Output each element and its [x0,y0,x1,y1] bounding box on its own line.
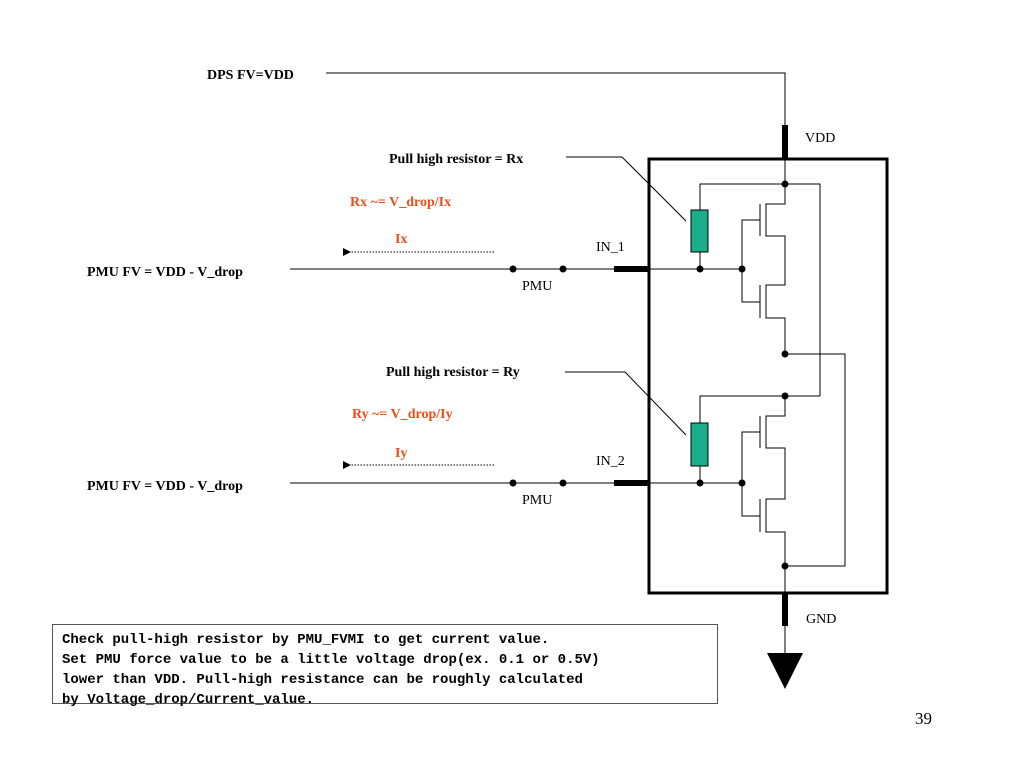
formula-x: Rx ~= V_drop/Ix [350,195,451,210]
note-line: Set PMU force value to be a little volta… [62,652,600,668]
node-vdd-1 [781,180,789,188]
pmu-node-2a [509,479,517,487]
note-line: lower than VDD. Pull-high resistance can… [62,672,583,688]
note-line: Check pull-high resistor by PMU_FVMI to … [62,632,550,648]
page-number: 39 [915,709,932,728]
in2-label: IN_2 [596,454,625,469]
lower-circuit [649,395,820,593]
node-vdd-2 [781,392,789,400]
pmu-node-2b [559,479,567,487]
pmu-label-1: PMU [522,279,552,294]
pull-high-resistor-x [690,209,709,253]
pmu-fv-label-2: PMU FV = VDD - V_drop [87,479,243,494]
gnd-label: GND [806,612,836,627]
ground-symbol [767,653,803,689]
pmu-fv-label-1: PMU FV = VDD - V_drop [87,265,243,280]
node-in1-r [696,265,704,273]
node-in1-g [738,265,746,273]
current-label-y: Iy [395,446,407,461]
current-label-x: Ix [395,232,407,247]
vdd-label: VDD [805,131,835,146]
pmu-node-1b [559,265,567,273]
pull-high-label-y: Pull high resistor = Ry [386,365,520,380]
note-line: by Voltage_drop/Current_value. [62,692,315,708]
note-box: Check pull-high resistor by PMU_FVMI to … [52,624,718,708]
pull-high-label-x: Pull high resistor = Rx [389,152,523,167]
pull-high-pointer-y [565,371,687,436]
pull-high-pointer-x [566,156,687,222]
dps-label: DPS FV=VDD [207,68,294,83]
pull-high-resistor-y [690,422,709,467]
in1-label: IN_1 [596,240,625,255]
upper-circuit [649,159,846,567]
pmu-node-1a [509,265,517,273]
node-in2-r [696,479,704,487]
chip-box [647,157,889,595]
formula-y: Ry ~= V_drop/Iy [352,407,453,422]
node-in2-g [738,479,746,487]
node-out-2 [781,562,789,570]
dps-wire [326,72,786,127]
node-out-1 [781,350,789,358]
pmu-label-2: PMU [522,493,552,508]
